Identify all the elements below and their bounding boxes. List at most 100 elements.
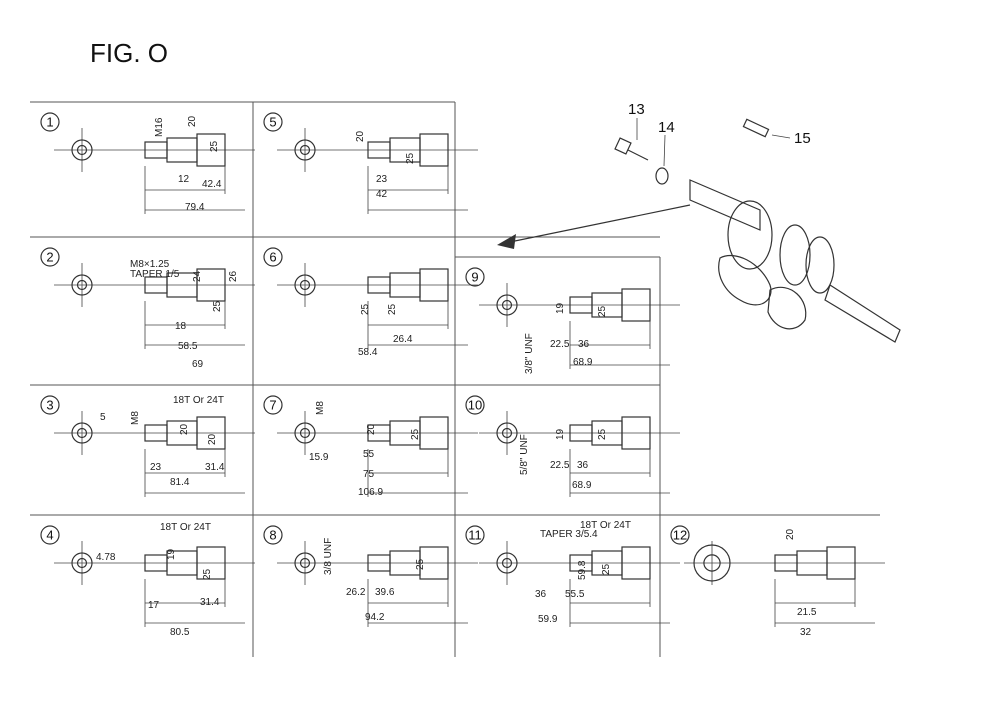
dimension-label: 59.8 xyxy=(577,560,588,580)
end-view-outer xyxy=(496,294,518,316)
dimension-label: 25 xyxy=(209,140,220,152)
dimension-label: 20 xyxy=(355,130,366,142)
dimension-label: 39.6 xyxy=(375,587,395,598)
end-view-outer xyxy=(496,552,518,574)
dimension-label: M16 xyxy=(154,117,165,137)
panel-number: 10 xyxy=(468,398,482,413)
dimension-label: 17 xyxy=(148,600,160,611)
dimension-label: 18 xyxy=(175,321,187,332)
dimension-label: 36 xyxy=(535,589,547,600)
dimension-label: 5 xyxy=(100,412,106,423)
end-view-outer xyxy=(294,422,316,444)
dimension-label: 79.4 xyxy=(185,202,205,213)
dimension-label: 55.5 xyxy=(565,589,585,600)
dimension-label: 106.9 xyxy=(358,487,383,498)
shaft-step xyxy=(621,546,651,580)
panel-number-circle xyxy=(263,395,283,415)
dimension-label: 20 xyxy=(207,433,218,445)
output-shaft xyxy=(824,284,901,343)
dimension-label: 22.5 xyxy=(550,460,570,471)
dimension-label: 24 xyxy=(192,270,203,282)
dimension-label: 19 xyxy=(555,428,566,440)
panel-number: 2 xyxy=(46,250,53,265)
dimension-label: 23 xyxy=(376,174,388,185)
panel-number-circle xyxy=(670,525,690,545)
dimension-label: 20 xyxy=(179,423,190,435)
shaft-step xyxy=(196,416,226,450)
shaft-step xyxy=(196,268,226,302)
dimension-label: 75 xyxy=(363,469,375,480)
dimension-label: 21.5 xyxy=(797,607,817,618)
dimension-label: 25 xyxy=(415,558,426,570)
dimension-label: 25 xyxy=(360,303,371,315)
callout-number: 15 xyxy=(794,130,811,147)
dimension-label: 94.2 xyxy=(365,612,385,623)
end-view-inner xyxy=(299,557,311,569)
end-view-inner xyxy=(501,427,513,439)
end-view-inner xyxy=(703,554,721,572)
panel-number: 1 xyxy=(46,115,53,130)
end-view-outer xyxy=(71,422,93,444)
bolt-head xyxy=(614,137,632,155)
dimension-label: 31.4 xyxy=(200,597,220,608)
dimension-label: M8 xyxy=(130,411,141,425)
panel-number: 9 xyxy=(471,270,478,285)
dimension-label: 31.4 xyxy=(205,462,225,473)
dimension-label: 12 xyxy=(178,174,190,185)
shaft-step xyxy=(196,546,226,580)
dimension-label: M8 xyxy=(315,401,326,415)
dimension-label: 18T Or 24T xyxy=(173,395,224,406)
pointer-arrow xyxy=(509,204,691,243)
panel-number: 7 xyxy=(269,398,276,413)
arrow-head xyxy=(497,234,516,249)
counterweight xyxy=(767,286,807,330)
dimension-label: 55 xyxy=(363,449,375,460)
panel-number: 4 xyxy=(46,528,53,543)
dimension-label: 58.5 xyxy=(178,341,198,352)
dimension-label: 19 xyxy=(555,302,566,314)
washer xyxy=(655,167,669,185)
panel-number: 8 xyxy=(269,528,276,543)
panel-number: 12 xyxy=(673,528,687,543)
dimension-label: 25 xyxy=(597,428,608,440)
gear-ring xyxy=(805,236,835,294)
end-view-inner xyxy=(299,427,311,439)
end-view-outer xyxy=(71,274,93,296)
callout-leader xyxy=(663,134,666,167)
dimension-label: 42 xyxy=(376,189,388,200)
panel-number-circle xyxy=(40,112,60,132)
end-view-inner xyxy=(299,144,311,156)
dimension-label: 20 xyxy=(366,423,377,435)
panel-number-circle xyxy=(40,525,60,545)
end-view-inner xyxy=(76,427,88,439)
dimension-label: 4.78 xyxy=(96,552,116,563)
shaft-step xyxy=(621,416,651,450)
panel-number-circle xyxy=(465,395,485,415)
dimension-label: TAPER 1/5 xyxy=(130,269,180,280)
panel-number-circle xyxy=(465,525,485,545)
shaft-step xyxy=(419,268,449,302)
dimension-label: 26.4 xyxy=(393,334,413,345)
figure-title: FIG. O xyxy=(90,38,168,68)
shaft-step xyxy=(419,546,449,580)
gear-ring xyxy=(779,224,811,286)
dimension-label: 19 xyxy=(166,548,177,560)
end-view-inner xyxy=(76,279,88,291)
crank-web xyxy=(718,254,772,306)
end-view-inner xyxy=(299,279,311,291)
end-view-outer xyxy=(71,139,93,161)
end-view-inner xyxy=(501,557,513,569)
flywheel-gear xyxy=(727,200,773,270)
dimension-label: 3/8" UNF xyxy=(524,333,535,374)
